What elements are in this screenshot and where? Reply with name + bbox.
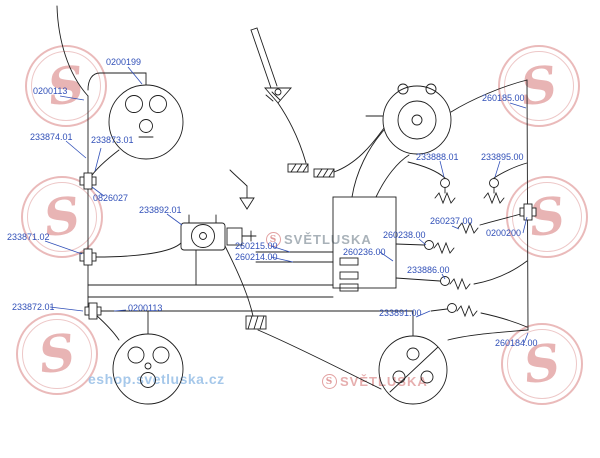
watermark-logo: S — [16, 313, 98, 395]
watermark-logo-ring — [507, 329, 577, 399]
part-number-label: 260185.00 — [482, 93, 525, 103]
part-number-label: 260236.00 — [343, 247, 386, 257]
watermark-site-url: eshop.svetluska.cz — [88, 371, 225, 387]
watermark-logo: S — [501, 323, 583, 405]
watermark-logo-ring — [31, 51, 101, 121]
part-number-label: 233871.02 — [7, 232, 50, 242]
part-number-label: 260215.00 — [235, 241, 278, 251]
part-number-label: 233892.01 — [139, 205, 182, 215]
watermark-brand-circle-s-icon: S — [322, 374, 337, 389]
part-number-label: 260184.00 — [495, 338, 538, 348]
watermark-logo-ring — [504, 51, 574, 121]
part-number-label: 233888.01 — [416, 152, 459, 162]
part-number-label: 233872.01 — [12, 302, 55, 312]
part-number-label: 233891.00 — [379, 308, 422, 318]
part-number-label: 260214.00 — [235, 252, 278, 262]
part-number-label: 233874.01 — [30, 132, 73, 142]
watermark-logo-ring — [512, 182, 582, 252]
part-number-label: 0200113 — [33, 86, 68, 96]
watermark-logo: S — [498, 45, 580, 127]
watermark-logo: S — [25, 45, 107, 127]
part-number-label: 260237.00 — [430, 216, 473, 226]
watermark-logo: S — [21, 176, 103, 258]
part-number-label: 0200199 — [106, 57, 142, 67]
watermark-logo: S — [506, 176, 588, 258]
part-number-label: 0200113 — [128, 303, 163, 313]
watermark-logo-ring — [22, 319, 92, 389]
wiring-lines — [56, 5, 529, 405]
part-number-label: 233895.00 — [481, 152, 524, 162]
part-number-label: 233873.01 — [91, 135, 134, 145]
part-number-label: 260238.00 — [383, 230, 426, 240]
part-number-label: 233886.00 — [407, 265, 450, 275]
terminal-connectors — [79, 172, 537, 320]
part-number-label: 0826027 — [93, 193, 129, 203]
watermark-brand-text: SVĚTLUSKA — [284, 232, 372, 247]
label-leader-lines — [44, 66, 529, 344]
part-number-label: 0200200 — [486, 228, 522, 238]
watermark-logo-ring — [27, 182, 97, 252]
